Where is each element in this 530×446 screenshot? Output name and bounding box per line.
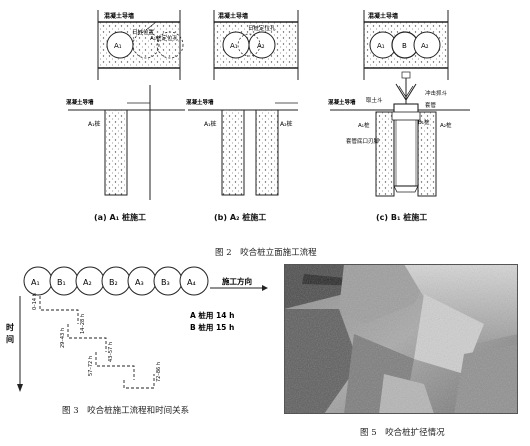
interval-4: 43–57 h xyxy=(108,342,114,362)
interval-2: 14–28 h xyxy=(80,314,86,334)
figure-2-caption: 图 2 咬合桩立面施工流程 xyxy=(215,248,317,258)
panel-b-pile-a1: A₁ xyxy=(230,42,238,50)
legend-b: B 桩用 15 h xyxy=(190,322,234,332)
panel-a-note-label: 日桩位置 xyxy=(132,28,155,36)
panel-c-pile-b: B xyxy=(402,42,407,50)
panel-b-elevation xyxy=(188,102,298,196)
panel-b-caption: (b) A₂ 桩施工 xyxy=(214,213,267,222)
interval-1: 0–14 h xyxy=(32,293,38,310)
pile-label-5: A₃ xyxy=(135,278,144,287)
panel-c-pile-label-1: A₁桩 xyxy=(358,121,370,129)
panel-b-note-label: 日桩定位孔 xyxy=(248,24,276,32)
panel-c-caption: (c) B₁ 桩施工 xyxy=(376,213,428,222)
pile-label-6: B₃ xyxy=(161,278,170,287)
pile-label-4: B₂ xyxy=(109,278,118,287)
time-axis-label-2: 间 xyxy=(6,334,14,344)
panel-a-guide-label: 混凝土导墙 xyxy=(66,98,94,106)
time-step-path xyxy=(39,296,155,389)
panel-a-caption: (a) A₁ 桩施工 xyxy=(94,213,146,222)
panel-a-plan xyxy=(97,10,184,80)
panel-c-casing-label: 套管 xyxy=(425,101,437,109)
panel-c-soil-label: 取土斗 xyxy=(366,96,383,104)
figure-5-photo xyxy=(284,264,518,414)
panel-b-pile-label-2: A₂桩 xyxy=(280,120,293,128)
panel-c-guide-label: 混凝土导墙 xyxy=(328,98,356,106)
panel-c-wall-label: 混凝土导墙 xyxy=(368,12,398,20)
panel-a-elevation xyxy=(68,85,185,200)
panel-b-plan xyxy=(213,10,299,80)
time-axis-arrow xyxy=(17,296,23,392)
direction-arrow xyxy=(210,285,268,291)
panel-c-cutter-label: 套管底口刃脚 xyxy=(346,137,380,145)
pile-label-3: A₂ xyxy=(83,278,92,287)
panel-b-wall-label: 混凝土导墙 xyxy=(218,12,248,20)
panel-c-plan xyxy=(363,10,449,80)
panel-b-pile-a2: A₂ xyxy=(257,42,265,50)
pile-label-2: B₁ xyxy=(57,278,66,287)
panel-b-pile-label-1: A₁桩 xyxy=(204,120,217,128)
direction-label: 施工方向 xyxy=(222,276,252,286)
interval-5: 57–72 h xyxy=(88,356,94,376)
panel-a-hole-label: A₁桩定位孔 xyxy=(150,34,178,42)
pile-circle-row xyxy=(23,266,209,296)
figure-3-caption: 图 3 咬合桩施工流程和时间关系 xyxy=(62,406,190,416)
legend-a: A 桩用 14 h xyxy=(190,310,234,320)
panel-c-pile-a1: A₁ xyxy=(377,42,385,50)
figure-3-diagram: A₁ B₁ A₂ B₂ A₃ B₃ A₄ 施工方向 时 间 0–14 h 14–… xyxy=(6,266,268,392)
time-axis-label-1: 时 xyxy=(6,322,14,332)
panel-c-bucket-label: 冲击抓斗 xyxy=(425,89,448,97)
panel-b-guide-label: 混凝土导墙 xyxy=(186,98,214,106)
interval-6: 72–86 h xyxy=(156,362,162,382)
panel-a-pile-a1: A₁ xyxy=(114,42,122,50)
pile-label-1: A₁ xyxy=(31,278,40,287)
panel-a-wall-label: 混凝土导墙 xyxy=(104,12,134,20)
panel-c-pile-label-b: B₁桩 xyxy=(418,118,430,126)
figure-2-diagram: 混凝土导墙 A₁ 日桩位置 A₁桩定位孔 混凝土导墙 A₁桩 混凝土导墙 A₁ … xyxy=(66,10,470,200)
panel-a-pile-label: A₁桩 xyxy=(88,120,101,128)
figure-5-caption: 图 5 咬合桩扩径情况 xyxy=(360,428,445,438)
panel-c-pile-a2: A₂ xyxy=(421,42,429,50)
panel-c-elevation xyxy=(330,71,470,197)
panel-c-pile-label-2: A₂桩 xyxy=(440,121,452,129)
pile-label-7: A₄ xyxy=(187,278,196,287)
interval-3: 29–43 h xyxy=(60,328,66,348)
